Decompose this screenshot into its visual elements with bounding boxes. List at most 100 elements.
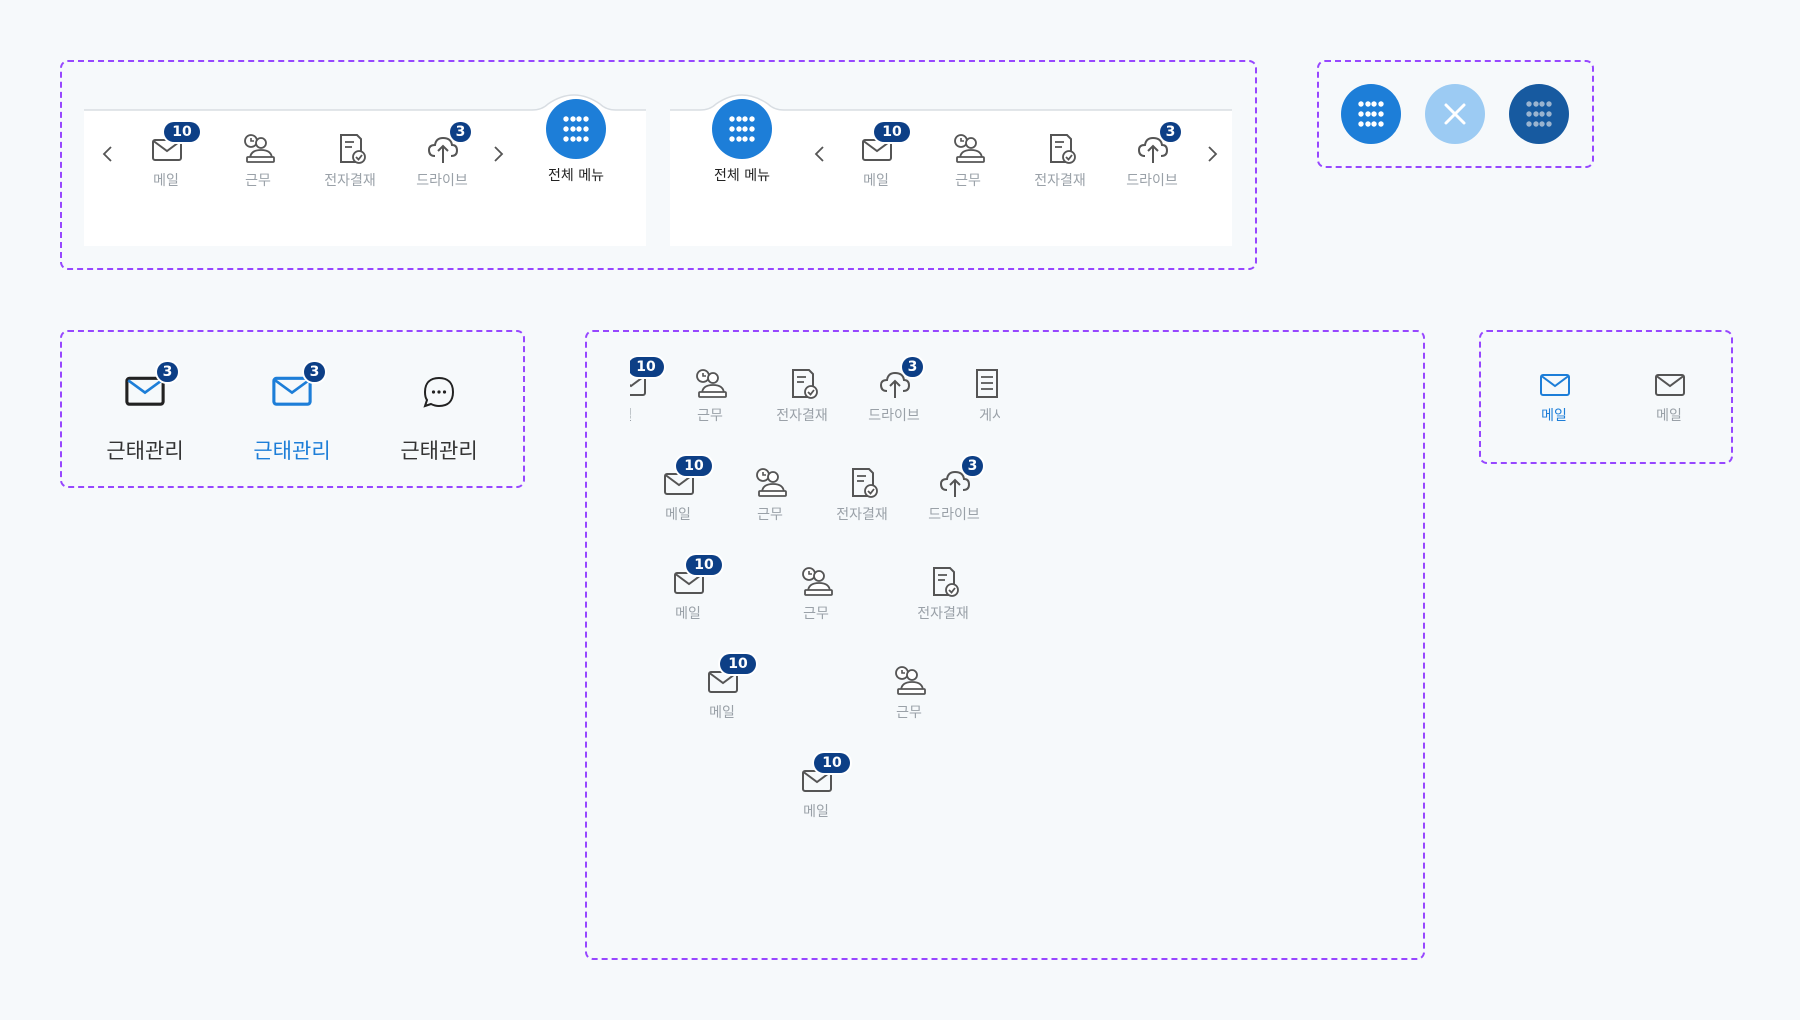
nav-count-variants-frame: [585, 330, 1425, 960]
tab-mail-inactive[interactable]: 메일: [1639, 355, 1699, 425]
bottom-nav-panel-a: 10 메일 근무 전자결재 3 드라이브 전체 메뉴: [84, 84, 646, 246]
nav-item-work[interactable]: 근무: [938, 120, 998, 190]
grid-icon: [1341, 84, 1401, 144]
attendance-icons-frame: [60, 330, 525, 488]
mail-badge: 10: [164, 122, 200, 142]
chevron-left-icon[interactable]: [98, 144, 118, 164]
drive-badge: 3: [962, 456, 983, 476]
nav-panel-shape: [84, 94, 646, 246]
more-chat-icon: [423, 376, 455, 408]
attendance-item-default[interactable]: 3 근태관리: [85, 360, 205, 470]
nav-item-label: 메일: [675, 606, 701, 622]
fab-states-frame: [1317, 60, 1594, 168]
approval-icon: [1044, 132, 1078, 166]
nav-item-label: 전자결재: [324, 173, 376, 189]
work-icon: [694, 367, 728, 401]
nav-item-drive[interactable]: 3 드라이브: [1122, 120, 1182, 190]
mail-icon: [272, 376, 312, 406]
approval-icon: [846, 466, 880, 500]
nav-item-label: 메일: [863, 173, 889, 189]
work-icon: [800, 565, 834, 599]
all-menu-fab-default[interactable]: [1341, 84, 1401, 144]
nav-item-label: 게시: [979, 408, 1000, 424]
nav-item-approval[interactable]: 전자결재: [772, 355, 832, 425]
all-menu-label: 전체 메뉴: [548, 168, 604, 184]
tab-mail-active[interactable]: 메일: [1524, 355, 1584, 425]
chevron-right-icon[interactable]: [488, 144, 508, 164]
grid-icon: [712, 99, 772, 159]
nav-item-mail[interactable]: 10 메일: [786, 751, 850, 821]
mail-icon: [1540, 374, 1570, 396]
tab-label: 메일: [1656, 408, 1682, 424]
attendance-badge: 3: [304, 362, 325, 382]
grid-icon: [546, 99, 606, 159]
approval-icon: [334, 132, 368, 166]
mail-badge: 10: [686, 555, 722, 575]
nav-item-label: 전자결재: [917, 606, 969, 622]
nav-item-label: 전자결재: [1034, 173, 1086, 189]
tab-label: 메일: [1541, 408, 1567, 424]
nav-item-label: 메일: [153, 173, 179, 189]
nav-item-label: 드라이브: [416, 173, 468, 189]
approval-icon: [927, 565, 961, 599]
work-icon: [242, 132, 276, 166]
work-icon: [952, 132, 986, 166]
nav-item-drive[interactable]: 3 드라이브: [864, 355, 924, 425]
attendance-item-more[interactable]: 근태관리: [379, 360, 499, 470]
nav-item-label: 근무: [955, 173, 981, 189]
mail-icon: [125, 376, 165, 406]
bottom-nav-panel-b: 전체 메뉴 10 메일 근무 전자결재 3 드라이브: [670, 84, 1232, 246]
mail-badge: 10: [676, 456, 712, 476]
attendance-label: 근태관리: [106, 439, 184, 463]
nav-item-label: 드라이브: [868, 408, 920, 424]
nav-item-work[interactable]: 근무: [228, 120, 288, 190]
approval-icon: [786, 367, 820, 401]
nav-item-work[interactable]: 근무: [680, 355, 740, 425]
drive-badge: 3: [450, 122, 471, 142]
nav-item-label: 근무: [803, 606, 829, 622]
nav-item-mail[interactable]: 10 일: [630, 355, 664, 425]
close-icon: [1444, 103, 1466, 125]
nav-item-mail[interactable]: 10 메일: [658, 553, 722, 623]
drive-badge: 3: [902, 357, 923, 377]
nav-item-drive[interactable]: 3 드라이브: [924, 454, 984, 524]
close-fab[interactable]: [1425, 84, 1485, 144]
nav-item-board[interactable]: 게시: [956, 355, 1000, 425]
chevron-right-icon[interactable]: [1202, 144, 1222, 164]
all-menu-label: 전체 메뉴: [714, 168, 770, 184]
work-icon: [893, 664, 927, 698]
attendance-label: 근태관리: [253, 439, 331, 463]
nav-item-approval[interactable]: 전자결재: [832, 454, 892, 524]
nav-item-label: 근무: [757, 507, 783, 523]
nav-item-work[interactable]: 근무: [740, 454, 800, 524]
attendance-item-active[interactable]: 3 근태관리: [232, 360, 352, 470]
nav-item-approval[interactable]: 전자결재: [913, 553, 973, 623]
attendance-label: 근태관리: [400, 439, 478, 463]
nav-item-mail[interactable]: 10 메일: [136, 120, 200, 190]
nav-item-approval[interactable]: 전자결재: [1030, 120, 1090, 190]
work-icon: [754, 466, 788, 500]
nav-item-label: 근무: [896, 705, 922, 721]
nav-item-approval[interactable]: 전자결재: [320, 120, 380, 190]
nav-item-label: 근무: [245, 173, 271, 189]
drive-badge: 3: [1160, 122, 1181, 142]
mail-badge: 10: [874, 122, 910, 142]
all-menu-fab-pressed[interactable]: [1509, 84, 1569, 144]
nav-item-drive[interactable]: 3 드라이브: [412, 120, 472, 190]
all-menu-button[interactable]: [546, 99, 606, 159]
nav-item-mail[interactable]: 10 메일: [692, 652, 756, 722]
nav-item-label: 전자결재: [776, 408, 828, 424]
nav-item-mail[interactable]: 10 메일: [846, 120, 910, 190]
nav-item-work[interactable]: 근무: [879, 652, 939, 722]
mail-badge: 10: [814, 753, 850, 773]
tabbar-states-frame: [1479, 330, 1733, 464]
nav-item-work[interactable]: 근무: [786, 553, 846, 623]
all-menu-button[interactable]: [712, 99, 772, 159]
chevron-left-icon[interactable]: [810, 144, 830, 164]
board-icon: [970, 367, 1000, 401]
nav-item-label: 메일: [665, 507, 691, 523]
nav-item-mail[interactable]: 10 메일: [648, 454, 712, 524]
nav-item-label: 메일: [709, 705, 735, 721]
nav-item-label: 근무: [697, 408, 723, 424]
mail-icon: [1653, 367, 1687, 401]
